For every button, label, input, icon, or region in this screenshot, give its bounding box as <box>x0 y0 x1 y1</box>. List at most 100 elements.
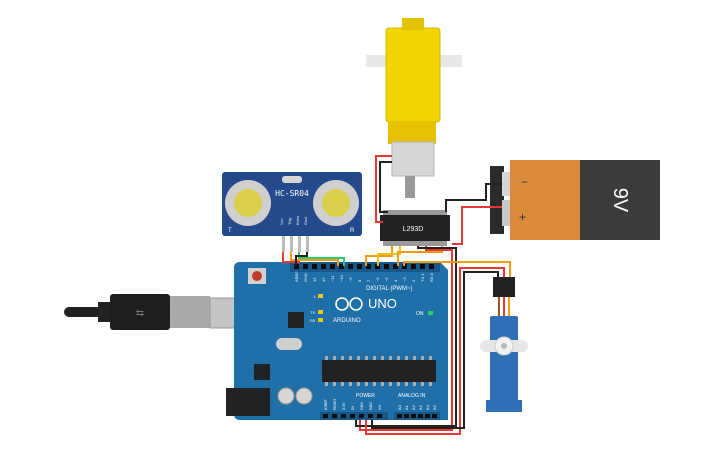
digital-socket[interactable] <box>294 264 299 269</box>
servo-wire-brown <box>498 297 500 317</box>
digital-socket[interactable] <box>366 264 371 269</box>
mcu-pin <box>341 382 344 386</box>
analog-socket[interactable] <box>432 414 437 418</box>
mcu-pin <box>365 382 368 386</box>
mcu-pin <box>389 356 392 360</box>
digital-pin-label: 4 <box>393 279 398 282</box>
analog-socket[interactable] <box>418 414 423 418</box>
digital-pin-label: ~9 <box>348 277 353 282</box>
power-led <box>428 311 433 315</box>
wire-driver-in2[interactable] <box>377 246 401 266</box>
wire-battery-plus[interactable] <box>452 206 502 245</box>
wire-servo-power[interactable] <box>365 267 505 435</box>
wire-sensor-vcc[interactable] <box>282 252 300 263</box>
digital-pin-label: 7 <box>366 279 371 282</box>
led-tx <box>318 310 323 314</box>
analog-socket[interactable] <box>425 414 430 418</box>
mcu-pin <box>413 382 416 386</box>
digital-socket[interactable] <box>402 264 407 269</box>
wire-servo-gnd[interactable] <box>371 271 499 429</box>
power-barrel-jack[interactable] <box>226 388 270 416</box>
analog-socket[interactable] <box>397 414 402 418</box>
battery-plus-symbol: + <box>519 210 526 224</box>
mcu-pin <box>349 356 352 360</box>
reset-button[interactable] <box>252 271 262 281</box>
mcu-pin <box>373 356 376 360</box>
digital-pin-label: TX 1 <box>420 273 425 282</box>
digital-socket[interactable] <box>384 264 389 269</box>
servo-screw <box>501 343 507 349</box>
motor-gearbox <box>385 27 441 123</box>
wire-motor-red[interactable] <box>375 155 392 223</box>
mcu-pin <box>333 356 336 360</box>
wire-driver-vcc[interactable] <box>359 246 453 431</box>
digital-socket[interactable] <box>429 264 434 269</box>
driver-pins-bottom <box>383 240 447 246</box>
analog-pin-label: A5 <box>432 404 437 410</box>
wire-sensor-gnd[interactable] <box>295 252 308 266</box>
power-socket[interactable] <box>377 414 382 418</box>
mcu-pin <box>325 356 328 360</box>
wire-driver-gnd[interactable] <box>355 246 457 427</box>
digital-socket[interactable] <box>348 264 353 269</box>
sensor-pin-trig[interactable] <box>290 236 293 252</box>
power-pin-label: 3.3V <box>342 402 346 410</box>
digital-socket[interactable] <box>375 264 380 269</box>
mcu-pin <box>413 356 416 360</box>
mcu-pin <box>405 356 408 360</box>
sensor-pin-label-vcc: Vcc <box>279 218 284 225</box>
power-pin-label: Vin <box>378 405 382 410</box>
digital-socket[interactable] <box>321 264 326 269</box>
dc-motor[interactable] <box>366 18 462 198</box>
battery-body <box>580 160 660 240</box>
power-socket[interactable] <box>341 414 346 418</box>
led-rx <box>318 318 323 322</box>
motor-can <box>391 141 435 177</box>
mcu-pin <box>397 382 400 386</box>
digital-pin-label: ~5 <box>384 277 389 282</box>
ultrasonic-sensor[interactable]: HC-SR04 Vcc Trig Echo Gnd T R <box>222 172 362 252</box>
digital-socket[interactable] <box>339 264 344 269</box>
digital-header <box>290 262 440 272</box>
wire-sensor-trig[interactable] <box>290 252 339 266</box>
wire-battery-minus[interactable] <box>445 183 502 212</box>
digital-pin-label: RX 0 <box>429 272 434 282</box>
wire-motor-black[interactable] <box>379 161 392 213</box>
analog-socket[interactable] <box>404 414 409 418</box>
sensor-pin-echo[interactable] <box>298 236 301 252</box>
power-socket[interactable] <box>323 414 328 418</box>
power-section-label: POWER <box>356 393 375 399</box>
power-socket[interactable] <box>368 414 373 418</box>
digital-socket[interactable] <box>330 264 335 269</box>
power-socket[interactable] <box>350 414 355 418</box>
analog-pin-label: A4 <box>425 404 430 410</box>
power-socket[interactable] <box>359 414 364 418</box>
motor-terminal <box>405 176 415 198</box>
digital-socket[interactable] <box>303 264 308 269</box>
servo-motor[interactable] <box>480 277 528 412</box>
sensor-transmitter-mesh <box>234 189 262 217</box>
power-pin-label: RESET <box>333 397 337 410</box>
sensor-pin-gnd[interactable] <box>306 236 309 252</box>
usb-plug-body <box>110 294 170 330</box>
battery-9v[interactable]: − + 9V <box>490 160 660 240</box>
l293d-driver[interactable]: L293D <box>380 210 450 246</box>
sensor-pin-vcc[interactable] <box>282 236 285 252</box>
battery-voltage-label: 9V <box>609 188 631 213</box>
digital-pin-label: AREF <box>294 271 299 282</box>
analog-socket[interactable] <box>411 414 416 418</box>
digital-socket[interactable] <box>357 264 362 269</box>
wire-servo-signal[interactable] <box>403 261 511 277</box>
power-socket[interactable] <box>332 414 337 418</box>
digital-socket[interactable] <box>312 264 317 269</box>
digital-socket[interactable] <box>420 264 425 269</box>
usb-interface-chip <box>288 312 304 328</box>
mcu-pin <box>365 356 368 360</box>
digital-socket[interactable] <box>411 264 416 269</box>
servo-wire-orange <box>508 297 510 317</box>
digital-socket[interactable] <box>393 264 398 269</box>
